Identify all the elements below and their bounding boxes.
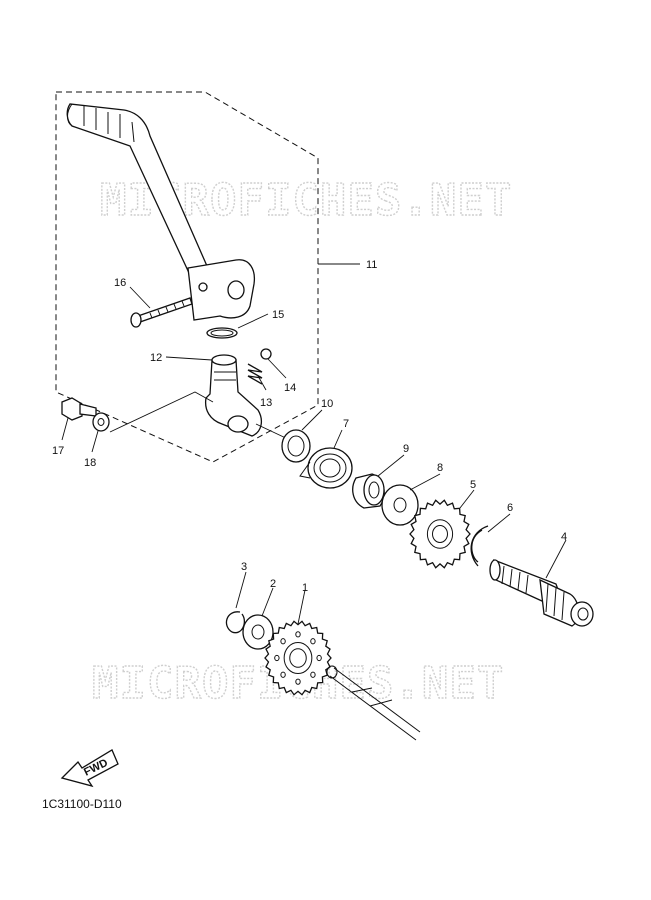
diagram-code: 1C31100-D110	[42, 797, 122, 811]
callout-7: 7	[343, 418, 349, 430]
washer-2	[242, 614, 274, 650]
callout-10: 10	[321, 398, 333, 410]
ratchet-gear-5	[409, 499, 471, 569]
leader-17-18-group	[109, 391, 214, 433]
bolt-16	[130, 297, 193, 328]
circlip-6	[470, 525, 489, 567]
callout-15: 15	[272, 309, 284, 321]
circlip-3	[225, 611, 246, 634]
kick-shaft-4	[489, 559, 594, 627]
callout-18: 18	[84, 457, 96, 469]
leader-3	[235, 571, 247, 609]
callout-13: 13	[260, 397, 272, 409]
callout-6: 6	[507, 502, 513, 514]
shaft-phantom	[326, 665, 421, 741]
leader-18	[91, 430, 99, 453]
bolt-17	[61, 397, 97, 421]
callout-11: 11	[366, 259, 377, 271]
callout-3: 3	[241, 561, 247, 573]
assembly-11-boundary	[55, 91, 319, 463]
callout-2: 2	[270, 578, 276, 590]
leader-17	[61, 417, 69, 441]
leader-10	[301, 409, 323, 431]
kick-lever	[66, 103, 256, 321]
callout-1: 1	[302, 582, 308, 594]
callout-4: 4	[561, 531, 567, 543]
callout-8: 8	[437, 462, 443, 474]
callout-16: 16	[114, 277, 126, 289]
washer-18	[92, 412, 110, 432]
leader-16	[129, 286, 151, 309]
callout-5: 5	[470, 479, 476, 491]
callout-17: 17	[52, 445, 64, 457]
leader-1	[297, 589, 306, 625]
leader-4	[545, 539, 567, 579]
spring-guide-9	[352, 473, 385, 509]
leader-15	[237, 313, 269, 329]
spring-13	[247, 363, 263, 385]
leader-12	[165, 356, 213, 361]
leader-5	[459, 489, 475, 509]
callout-14: 14	[284, 382, 296, 394]
torsion-spring-7	[299, 447, 353, 489]
kick-boss-12	[204, 354, 263, 437]
seal-10	[281, 429, 311, 463]
leader-13	[257, 375, 267, 391]
leader-8	[409, 473, 441, 491]
callout-9: 9	[403, 443, 409, 455]
callout-12: 12	[150, 352, 162, 364]
ball-14	[260, 348, 272, 360]
washer-8	[381, 484, 419, 526]
leader-2	[261, 587, 274, 617]
leader-14	[267, 358, 287, 379]
leader-6	[487, 513, 511, 533]
leader-7	[333, 429, 343, 449]
fwd-arrow-icon: FWD	[60, 749, 119, 788]
leader-9	[377, 454, 405, 477]
idle-gear-1	[264, 620, 332, 696]
